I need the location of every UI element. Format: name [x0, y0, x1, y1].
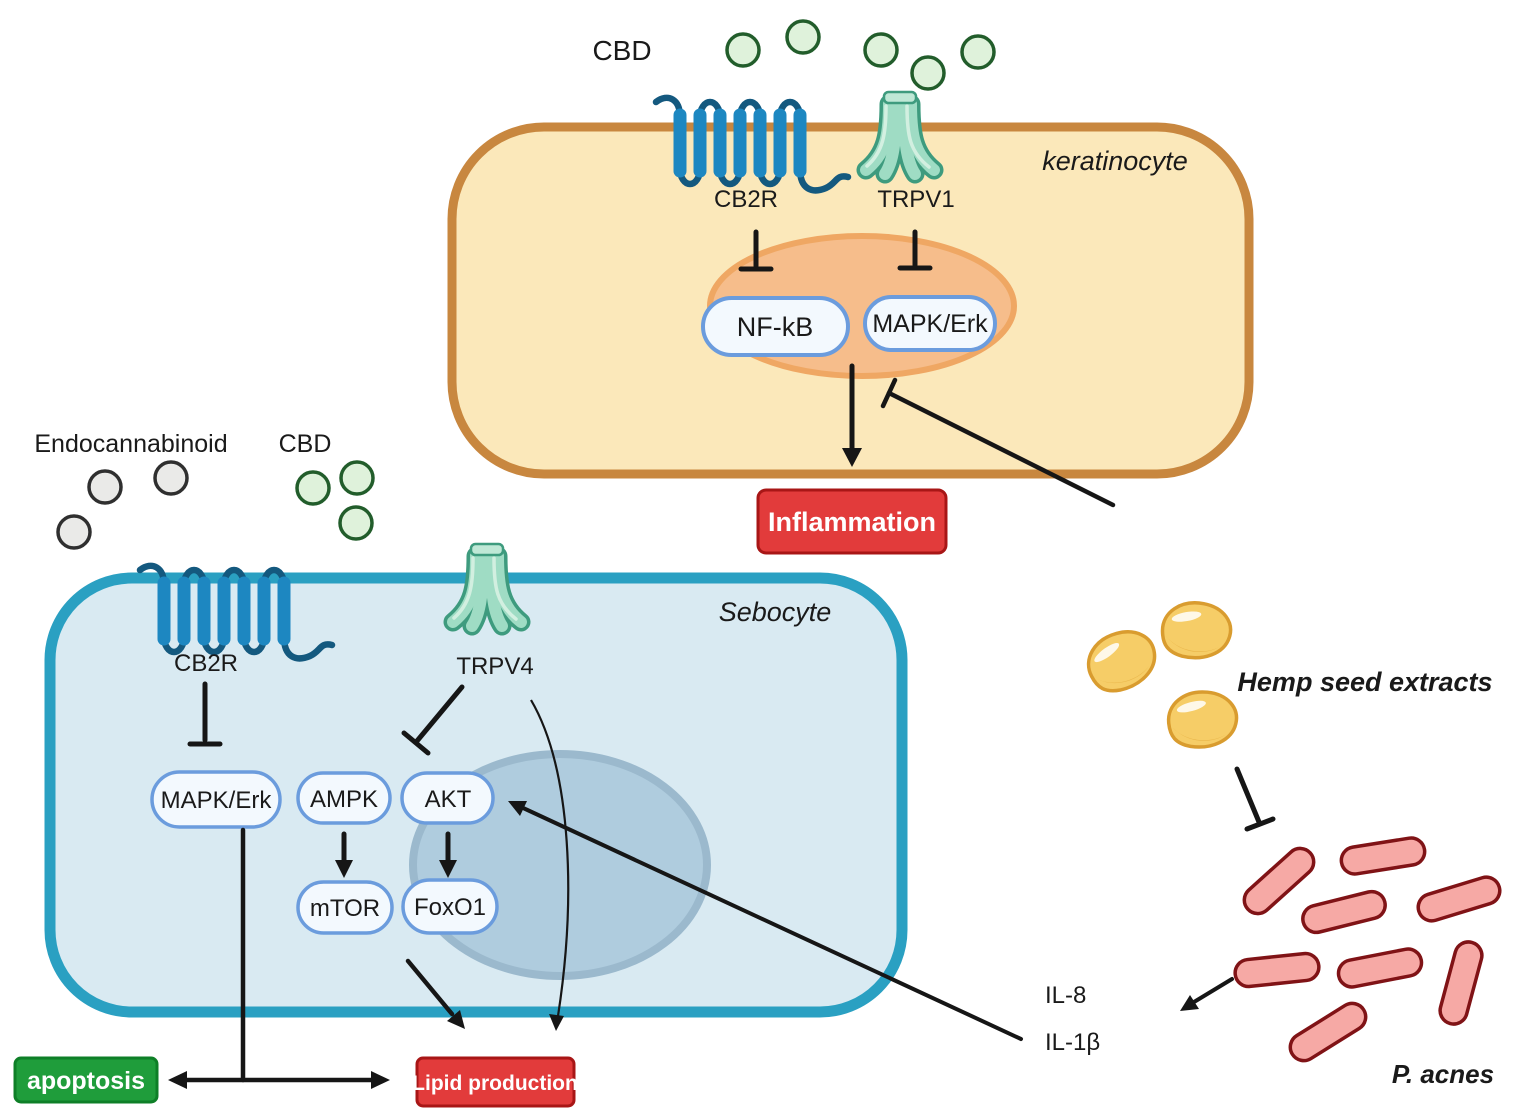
keratinocyte-label: keratinocyte: [1042, 146, 1188, 176]
arrowhead: [842, 448, 862, 467]
inhibition-hemp-pacnes: [1234, 766, 1276, 832]
lipid-production-label: Lipid production: [412, 1072, 578, 1095]
bacterium: [1298, 886, 1390, 938]
endocannabinoid-molecule: [87, 469, 123, 505]
bacterium: [1232, 950, 1322, 990]
curve-trpv4-lipid: [530, 699, 570, 1017]
mapk-erk-label-keratinocyte: MAPK/Erk: [872, 310, 988, 338]
arrowhead: [335, 860, 353, 878]
nfkb-label: NF-kB: [737, 312, 814, 342]
arrowhead: [549, 1014, 564, 1031]
cbd-molecule: [338, 505, 374, 541]
inhibition-bar: [880, 377, 898, 409]
nfkb-node: NF-kB: [701, 296, 850, 357]
hemp-seed: [1157, 596, 1236, 665]
il1b-label: IL-1β: [1045, 1029, 1100, 1056]
cbd-molecule: [295, 470, 331, 506]
foxo1-node: FoxO1: [401, 878, 499, 935]
inflammation-label: Inflammation: [768, 507, 936, 537]
keratinocyte-cell: keratinocyte NF-kB MAPK/Erk: [447, 122, 1254, 479]
mapk-branch-lines: [181, 827, 377, 1083]
ampk-node: AMPK: [296, 771, 392, 825]
arrowhead: [447, 1010, 465, 1029]
cbd-molecule: [785, 19, 821, 55]
apoptosis-box: apoptosis: [13, 1056, 159, 1104]
inflammation-box: Inflammation: [756, 488, 948, 555]
p-acnes-label: P. acnes: [1392, 1059, 1494, 1089]
inhibition-bar: [401, 730, 431, 756]
arrowhead: [508, 801, 527, 816]
mapk-erk-label-sebocyte: MAPK/Erk: [161, 787, 273, 814]
sebocyte-label: Sebocyte: [719, 597, 832, 627]
cbd-molecules-keratinocyte: [725, 19, 996, 91]
apoptosis-label: apoptosis: [27, 1067, 145, 1095]
bacterium: [1413, 872, 1505, 926]
arrowhead: [1180, 995, 1199, 1011]
mtor-label: mTOR: [310, 895, 380, 922]
cbd-molecule: [960, 34, 996, 70]
mapk-erk-node-keratinocyte: MAPK/Erk: [863, 295, 997, 352]
endocannabinoid-molecule: [153, 460, 189, 496]
foxo1-label: FoxO1: [414, 894, 486, 921]
sebocyte-signal-lines: [187, 681, 465, 865]
arrow-pacnes-cytokines: [1192, 977, 1234, 1004]
endocannabinoid-molecule: [56, 514, 92, 550]
bacterium: [1337, 834, 1429, 878]
bacterium: [1334, 944, 1426, 992]
cbd-label-sebocyte: CBD: [279, 430, 332, 458]
lipid-production-box: Lipid production: [412, 1056, 578, 1108]
hemp-seeds: [1079, 596, 1240, 751]
arrow-mtor-lipid: [405, 958, 455, 1017]
hemp-seed: [1079, 622, 1165, 700]
mtor-node: mTOR: [296, 880, 394, 935]
endocannabinoid-molecules: [56, 460, 189, 550]
bacterium: [1283, 996, 1373, 1068]
endocannabinoid-label: Endocannabinoid: [34, 430, 227, 458]
arrowhead: [439, 860, 457, 878]
akt-node: AKT: [400, 771, 495, 825]
cbd-molecule: [863, 32, 899, 68]
cb2r-label-keratinocyte: CB2R: [714, 186, 778, 213]
bacterium: [1435, 937, 1487, 1029]
cbd-molecule: [910, 55, 946, 91]
trpv1-label: TRPV1: [877, 186, 954, 213]
cbd-molecule: [725, 32, 761, 68]
hemp-seed: [1165, 688, 1240, 751]
arrow-il-akt: [519, 805, 1023, 1041]
trpv4-label: TRPV4: [456, 653, 533, 680]
arrowhead-lipid: [371, 1071, 390, 1089]
keratinocyte-signal-lines: [738, 229, 933, 453]
arrowhead-apoptosis: [168, 1071, 187, 1089]
cbd-molecules-sebocyte: [295, 460, 375, 541]
inhibition-trpv4-ampk: [414, 684, 465, 744]
cbd-molecule: [339, 460, 375, 496]
il8-label: IL-8: [1045, 982, 1086, 1009]
hemp-seed-extracts-label: Hemp seed extracts: [1237, 667, 1492, 697]
inhibition-bar: [1244, 816, 1276, 832]
inhibition-hemp-keratinocyte: [880, 377, 1116, 508]
p-acnes-bacteria: [1232, 834, 1505, 1068]
akt-label: AKT: [425, 786, 472, 813]
mapk-erk-node-sebocyte: MAPK/Erk: [150, 770, 282, 829]
cbd-label-keratinocyte: CBD: [592, 35, 651, 66]
cb2r-label-sebocyte: CB2R: [174, 650, 238, 677]
ampk-label: AMPK: [310, 786, 378, 813]
